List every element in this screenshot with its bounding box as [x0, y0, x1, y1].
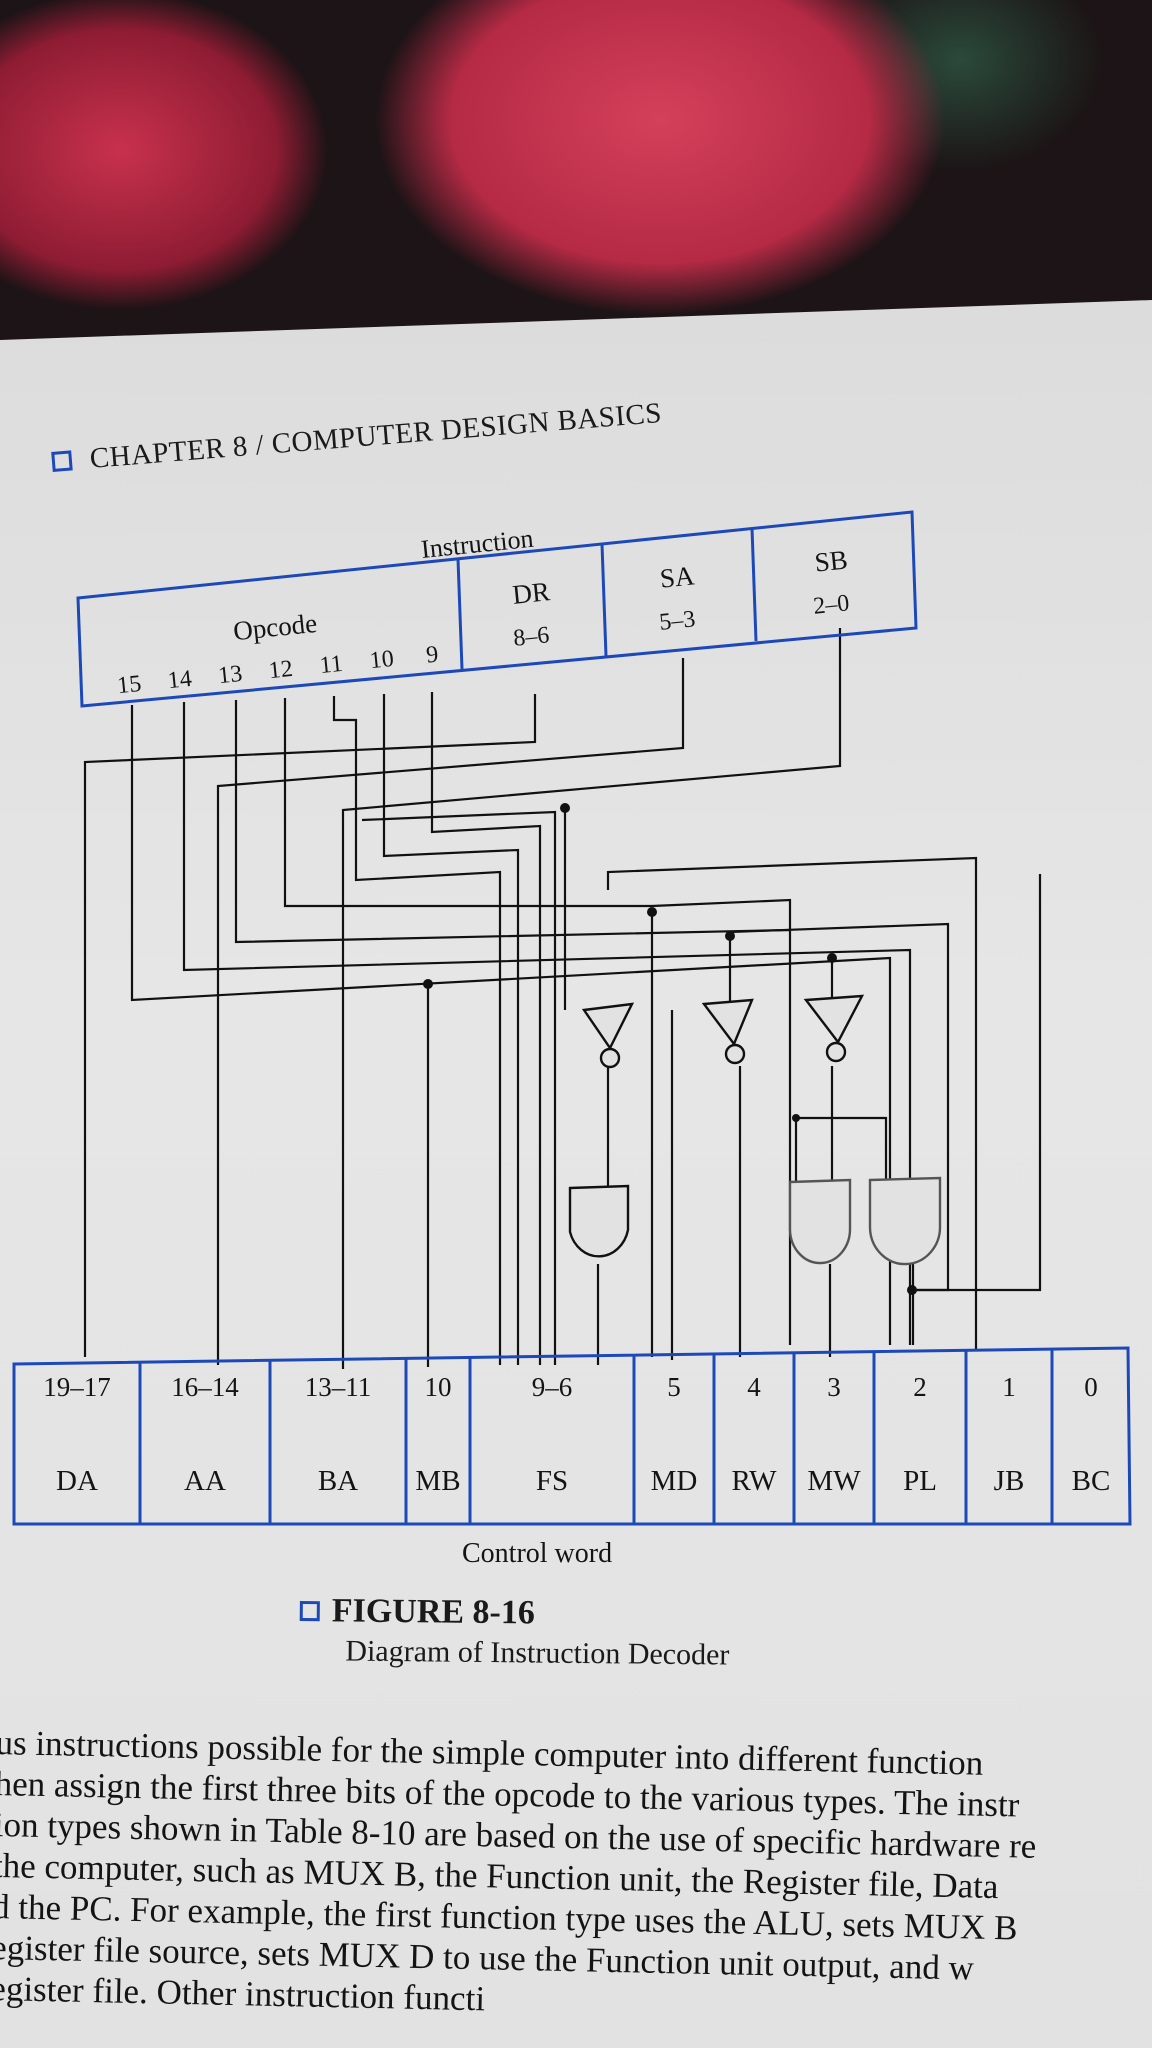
opcode-bit-label: 14: [167, 666, 194, 694]
junction-dot: [725, 931, 735, 941]
book-page: [0, 300, 1152, 2048]
control-bits-md: 5: [667, 1372, 681, 1402]
wire-sa-to-aa: [216, 658, 685, 1365]
opcode-bit-label: 9: [425, 641, 440, 668]
junction-dot: [907, 1285, 917, 1295]
wire-route-1: [606, 856, 978, 1350]
junction-dot: [647, 907, 657, 917]
control-bits-mw: 3: [827, 1372, 841, 1402]
opcode-bit-label: 13: [217, 661, 244, 689]
body-paragraph: us instructions possible for the simple …: [0, 1722, 1152, 2033]
control-field-pl: PL: [903, 1465, 937, 1497]
inverter-gate-2: [701, 998, 754, 1065]
divider-sa-sb: [750, 527, 758, 642]
opcode-bit-label: 11: [318, 651, 344, 679]
control-bits-mb: 10: [425, 1372, 452, 1402]
control-word-dividers: [138, 1349, 1054, 1524]
control-field-md: MD: [651, 1465, 698, 1497]
control-field-mw: MW: [807, 1465, 861, 1497]
inverter-gates: [581, 994, 865, 1069]
control-bits-ba: 13–11: [305, 1372, 372, 1402]
control-bits-rw: 4: [747, 1372, 761, 1402]
wire-bit13: [234, 700, 792, 1345]
decoder-wiring: [83, 628, 1042, 1369]
and-gate-1: [568, 1184, 630, 1258]
control-bits-fs: 9–6: [532, 1372, 573, 1402]
wire-bit9: [430, 692, 542, 1365]
instruction-fields: Opcode DR 8–6 SA 5–3 SB 2–0: [232, 544, 851, 651]
control-word-label: Control word: [462, 1538, 612, 1569]
control-bits-aa: 16–14: [171, 1372, 239, 1402]
junction-dot: [560, 803, 570, 813]
control-field-jb: JB: [994, 1465, 1025, 1497]
wire-and-in-b: [796, 1116, 888, 1184]
opcode-bit-label: 12: [268, 656, 295, 684]
opcode-bit-label: 10: [369, 646, 396, 674]
junction-dot: [423, 979, 433, 989]
control-word-fields: 19–17DA16–14AA13–11BA10MB9–6FS5MD4RW3MW2…: [43, 1372, 1110, 1497]
control-field-fs: FS: [536, 1465, 568, 1497]
divider-dr-sa: [600, 543, 608, 657]
instruction-field-dr: DR: [511, 576, 551, 610]
control-bits-pl: 2: [913, 1372, 927, 1402]
and-gate-2: [788, 1178, 852, 1265]
and-gate-3: [868, 1176, 942, 1266]
control-word-box: [12, 1346, 1132, 1526]
junction-dot: [827, 953, 837, 963]
figure-number: FIGURE 8-16: [331, 1592, 536, 1632]
instruction-field-bits: 5–3: [658, 606, 696, 636]
inverter-gate-3: [803, 994, 865, 1063]
wire-bit14: [182, 702, 912, 1345]
instruction-register: Instruction Opcode DR 8–6 SA 5–3 SB 2–0 15 14 13…: [76, 510, 918, 708]
wire-fs-feed: [361, 810, 557, 1365]
wire-bit10: [382, 694, 520, 1365]
wire-route-4: [914, 874, 1042, 1292]
instruction-field-sa: SA: [658, 560, 696, 593]
wire-bit12: [283, 698, 652, 908]
instruction-field-bits: 8–6: [512, 622, 550, 652]
instruction-field-sb: SB: [813, 544, 849, 577]
opcode-bit-label: 15: [116, 671, 143, 699]
instruction-label: Instruction: [420, 524, 535, 564]
opcode-bit-labels: 15 14 13 12 11 10 9: [116, 641, 440, 699]
figure-caption: FIGURE 8-16 Diagram of Instruction Decod…: [299, 1592, 860, 1674]
control-field-bc: BC: [1072, 1465, 1111, 1497]
wire-route-2: [651, 898, 792, 930]
divider-opcode-dr: [456, 558, 464, 670]
instruction-field-opcode: Opcode: [232, 608, 319, 646]
and-gates: [568, 1176, 942, 1266]
figure-description: Diagram of Instruction Decoder: [345, 1634, 730, 1672]
control-bits-bc: 0: [1084, 1372, 1098, 1402]
inverter-gate-1: [581, 1002, 635, 1069]
wire-sb-to-ba: [341, 628, 842, 1369]
control-word-register: 19–17DA16–14AA13–11BA10MB9–6FS5MD4RW3MW2…: [12, 1346, 1132, 1569]
wire-bit11: [332, 696, 502, 1365]
control-bits-da: 19–17: [43, 1372, 111, 1402]
wire-dr-to-da: [83, 694, 537, 1357]
control-field-ba: BA: [318, 1465, 358, 1497]
control-field-rw: RW: [731, 1465, 777, 1497]
junction-dots: [423, 803, 917, 1295]
control-field-da: DA: [56, 1465, 98, 1497]
background-fabric: [0, 0, 1152, 360]
instruction-box: [76, 510, 918, 708]
control-bits-jb: 1: [1002, 1372, 1016, 1402]
instruction-field-bits: 2–0: [812, 590, 850, 620]
control-field-mb: MB: [415, 1465, 460, 1497]
control-field-aa: AA: [184, 1465, 226, 1497]
junction-dot: [792, 1114, 800, 1122]
wire-bit15: [130, 705, 892, 1345]
square-bullet-icon: [299, 1600, 320, 1622]
